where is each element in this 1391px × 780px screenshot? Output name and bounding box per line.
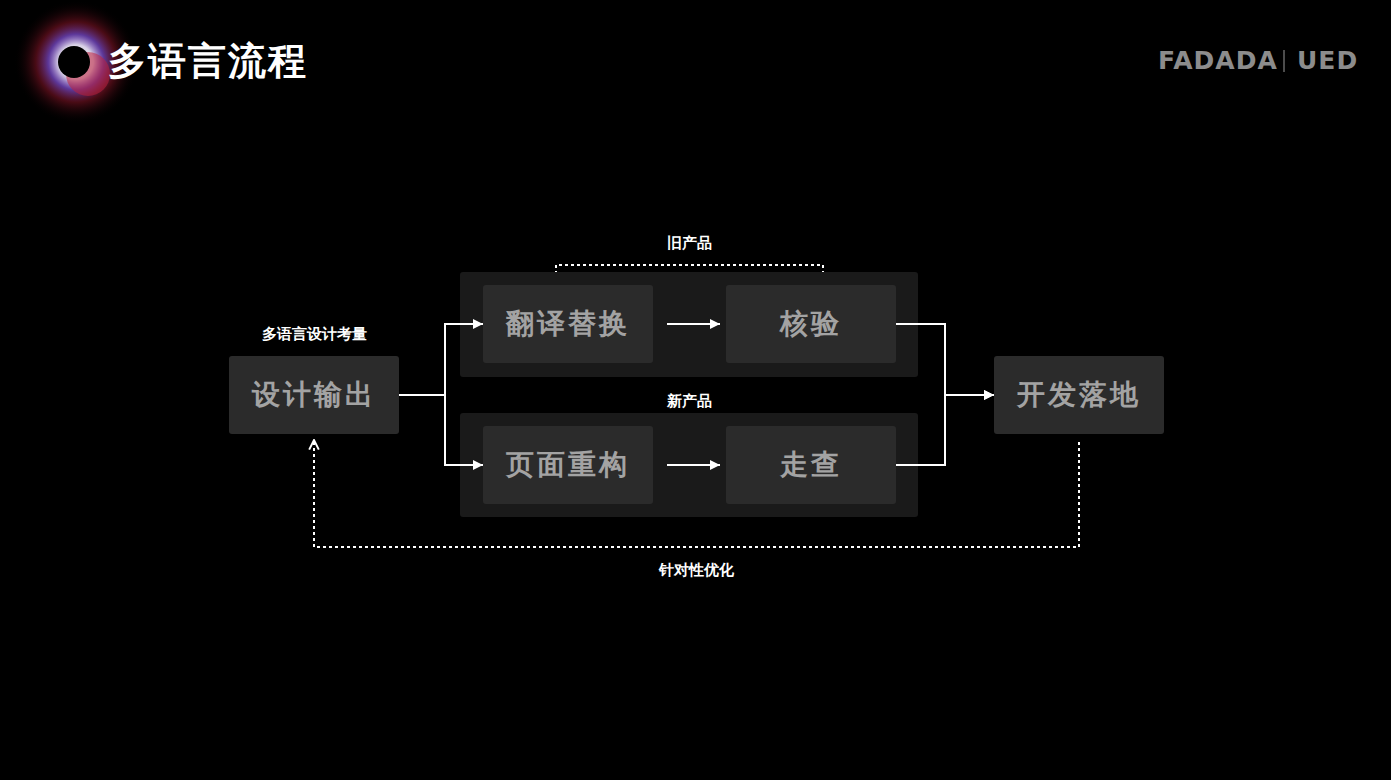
- process-box: 翻译替换: [483, 285, 653, 363]
- logo-divider: [1283, 50, 1285, 72]
- group-panel: 旧产品翻译替换核验: [460, 272, 918, 377]
- group-heading: 旧产品: [667, 234, 712, 253]
- flow-connector: [896, 395, 994, 465]
- orb-core: [58, 46, 90, 78]
- slide-title: 多语言流程: [108, 36, 308, 87]
- group-heading: 新产品: [667, 392, 712, 411]
- flow-connector: [399, 324, 483, 395]
- box-label: 核验: [780, 305, 842, 343]
- feedback-connector: [314, 440, 1079, 547]
- group-heading: 多语言设计考量: [262, 325, 367, 344]
- flow-connector: [667, 464, 720, 466]
- process-box: 开发落地: [994, 356, 1164, 434]
- panel-background: [460, 272, 918, 377]
- flow-connector: [399, 395, 483, 465]
- box-label: 设计输出: [252, 376, 376, 414]
- box-label: 走查: [780, 446, 842, 484]
- process-box: 页面重构: [483, 426, 653, 504]
- panel-background: [460, 413, 918, 517]
- box-label: 翻译替换: [506, 305, 630, 343]
- process-box: 多语言设计考量设计输出: [229, 356, 399, 434]
- box-label: 开发落地: [1017, 376, 1141, 414]
- connector-label: 针对性优化: [655, 561, 738, 580]
- box-label: 页面重构: [506, 446, 630, 484]
- group-panel: 新产品页面重构走查: [460, 413, 918, 517]
- process-box: 走查: [726, 426, 896, 504]
- logo-text: FADADA: [1158, 46, 1278, 75]
- flow-connector: [896, 324, 994, 395]
- flow-connector: [667, 323, 720, 325]
- process-box: 核验: [726, 285, 896, 363]
- logo-text: UED: [1297, 46, 1358, 75]
